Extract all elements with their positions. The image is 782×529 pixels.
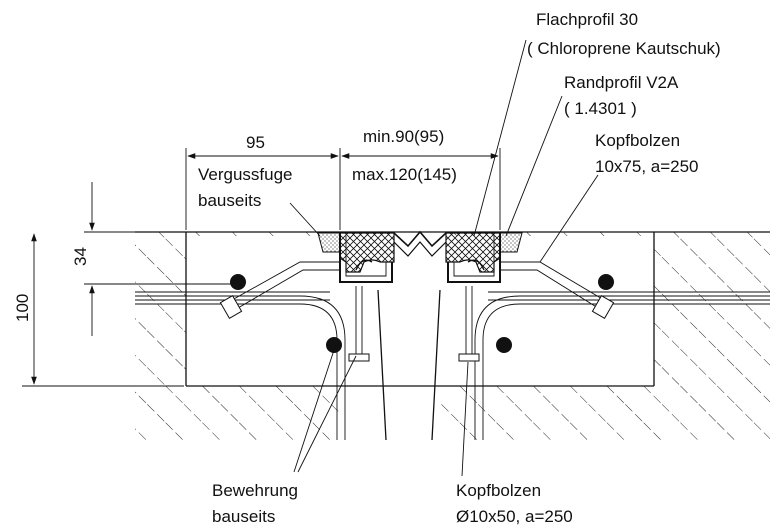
chloroprene-seal xyxy=(339,230,501,273)
label-kopfbolzen-bottom-dim: Ø10x50, a=250 xyxy=(456,507,573,526)
dim-gap-min: min.90(95) xyxy=(363,127,444,146)
label-flachprofil: Flachprofil 30 xyxy=(536,10,638,29)
label-kopfbolzen-top: Kopfbolzen xyxy=(595,131,680,150)
leader-lines xyxy=(289,39,599,477)
label-kopfbolzen-top-dim: 10x75, a=250 xyxy=(595,157,699,176)
label-randprofil: Randprofil V2A xyxy=(564,73,679,92)
slab-outline xyxy=(135,231,770,441)
dim-depth-100: 100 xyxy=(13,294,32,322)
joint-gap xyxy=(378,232,440,442)
dimension-lines xyxy=(22,148,501,387)
dim-width-95: 95 xyxy=(246,133,265,152)
label-werkstoff: ( 1.4301 ) xyxy=(564,99,637,118)
head-studs xyxy=(348,286,480,362)
rebar-dots xyxy=(230,274,614,353)
anchor-bars xyxy=(135,261,770,440)
label-kopfbolzen-bottom: Kopfbolzen xyxy=(456,481,541,500)
label-vergussfuge: Vergussfuge xyxy=(198,165,293,184)
dim-depth-34: 34 xyxy=(71,247,90,266)
dim-gap-max: max.120(145) xyxy=(352,165,457,184)
label-bewehrung: Bewehrung xyxy=(212,481,298,500)
label-bewehrung-2: bauseits xyxy=(212,507,275,526)
label-vergussfuge-2: bauseits xyxy=(198,191,261,210)
grout-fill xyxy=(317,232,523,253)
label-chloroprene: ( Chloroprene Kautschuk) xyxy=(527,39,721,58)
